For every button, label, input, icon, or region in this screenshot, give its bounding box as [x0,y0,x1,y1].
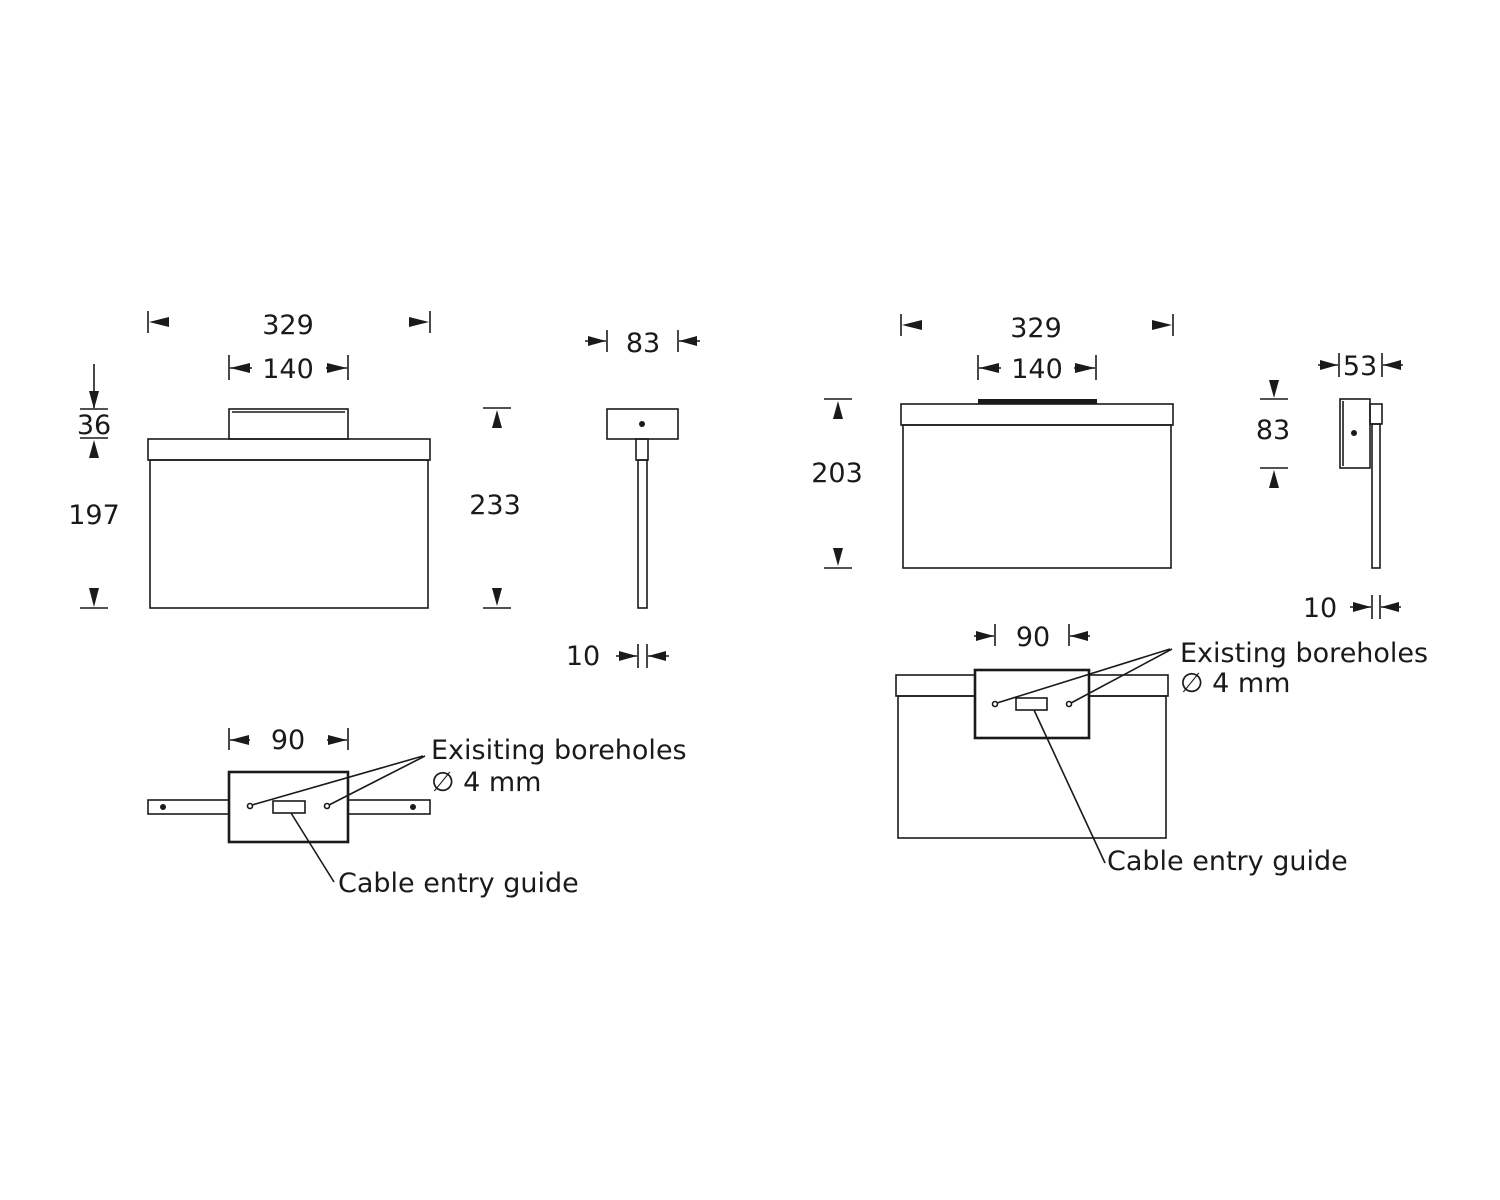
right-dim-thickness: 10 [1303,593,1401,624]
left-dim-canopy-height: 36 [77,364,111,458]
right-thickness-label: 10 [1303,593,1337,624]
right-borehole-2 [1065,700,1073,708]
left-top-canopy [227,770,350,844]
right-dim-width: 329 [900,313,1174,344]
right-rear-bracket [973,668,1091,740]
left-cable-entry [272,800,306,814]
left-panel-height-label: 197 [68,500,120,531]
right-dim-total-height: 203 [811,398,863,569]
right-top-bar [900,403,1174,426]
left-side-view [606,408,679,609]
left-borehole-1 [246,802,254,810]
left-borehole-diameter: ∅ 4 mm [431,767,541,798]
left-dim-panel-height: 197 [68,500,120,609]
left-dim-width: 329 [147,310,431,341]
right-dim-bracket: 140 [977,354,1097,385]
right-panel [902,424,1172,569]
left-top-arm-right [347,799,431,815]
left-boreholes-label: Exisiting boreholes [431,735,687,766]
left-front-view [147,408,431,609]
left-width-label: 329 [262,310,314,341]
left-dim-top-canopy: 90 [228,725,349,756]
right-cable-label: Cable entry guide [1107,846,1348,877]
left-borehole-2 [323,802,331,810]
right-mount-plate [978,399,1097,404]
right-borehole-1 [991,700,999,708]
left-panel [149,459,429,609]
left-canopy [228,408,349,440]
right-width-label: 329 [1010,313,1062,344]
right-rear-view [895,648,1173,864]
right-borehole-diameter: ∅ 4 mm [1180,668,1290,699]
right-bracket-width-label: 140 [1011,354,1063,385]
right-variant: 329 140 203 [811,313,1428,877]
right-dim-bracket-height: 83 [1256,380,1290,488]
right-boreholes-label: Existing boreholes [1180,638,1428,669]
right-side-top [1369,403,1383,425]
left-total-height-label: 233 [469,490,521,521]
left-variant: 329 140 36 197 [68,310,700,899]
right-rear-bracket-label: 90 [1016,622,1050,653]
left-top-canopy-label: 90 [271,725,305,756]
left-thickness-label: 10 [566,641,600,672]
right-side-screw [1351,430,1357,436]
left-depth-label: 83 [626,328,660,359]
right-dim-depth: 53 [1318,351,1403,382]
left-side-bracket [635,438,649,461]
left-dim-thickness: 10 [566,641,669,672]
left-side-panel [637,459,648,609]
left-top-view [147,755,431,883]
left-dim-canopy: 140 [228,354,349,385]
right-side-bracket [1339,398,1371,469]
right-side-view [1339,398,1383,569]
right-front-view [900,399,1174,569]
left-dim-depth: 83 [585,328,700,359]
right-dim-rear-bracket: 90 [974,622,1090,653]
right-depth-label: 53 [1343,351,1377,382]
left-canopy-height-label: 36 [77,410,111,441]
right-total-height-label: 203 [811,458,863,489]
right-cable-entry [1015,697,1048,711]
left-side-screw [639,421,645,427]
left-cable-label: Cable entry guide [338,868,579,899]
right-side-panel [1371,423,1381,569]
right-bracket-height-label: 83 [1256,415,1290,446]
left-dim-total-height: 233 [469,407,521,609]
left-top-bar [147,438,431,461]
left-canopy-width-label: 140 [262,354,314,385]
